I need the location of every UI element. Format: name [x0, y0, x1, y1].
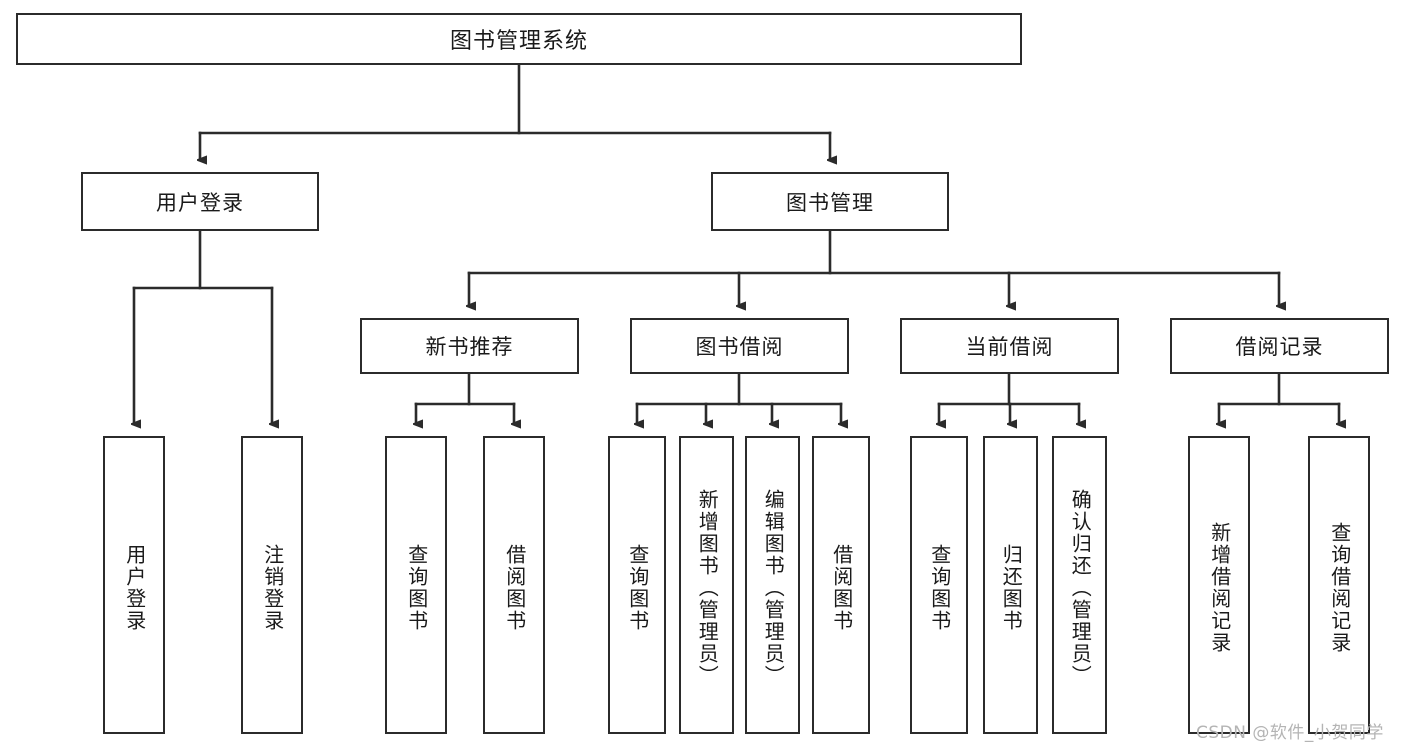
leaf-add-book-admin[interactable]: 新增图书（管理员）: [679, 436, 734, 734]
node-label: 查询图书: [927, 544, 952, 632]
node-label: 归还图书: [999, 544, 1024, 632]
node-current-borrow[interactable]: 当前借阅: [900, 318, 1119, 374]
leaf-edit-book-admin[interactable]: 编辑图书（管理员）: [745, 436, 800, 734]
node-label: 查询借阅记录: [1327, 522, 1352, 654]
node-new-book-recommend[interactable]: 新书推荐: [360, 318, 579, 374]
node-label: 编辑图书（管理员）: [761, 489, 786, 687]
leaf-query-book-borrow[interactable]: 查询图书: [608, 436, 666, 734]
node-book-borrow[interactable]: 图书借阅: [630, 318, 849, 374]
node-label: 查询图书: [625, 544, 650, 632]
node-label: 图书借阅: [695, 335, 784, 359]
node-label: 借阅图书: [829, 544, 854, 632]
leaf-add-borrow-record[interactable]: 新增借阅记录: [1188, 436, 1250, 734]
leaf-return-book[interactable]: 归还图书: [983, 436, 1038, 734]
leaf-borrow-book-recommend[interactable]: 借阅图书: [483, 436, 545, 734]
node-label: 新增图书（管理员）: [695, 489, 720, 687]
node-label: 借阅图书: [502, 544, 527, 632]
node-user-login[interactable]: 用户登录: [81, 172, 319, 231]
node-borrow-record[interactable]: 借阅记录: [1170, 318, 1389, 374]
leaf-query-book-recommend[interactable]: 查询图书: [385, 436, 447, 734]
node-label: 当前借阅: [965, 335, 1054, 359]
node-book-management[interactable]: 图书管理: [711, 172, 949, 231]
node-label: 图书管理: [786, 190, 874, 215]
node-label: 确认归还（管理员）: [1068, 489, 1093, 687]
node-label: 图书管理系统: [449, 29, 588, 54]
leaf-query-book-current[interactable]: 查询图书: [910, 436, 968, 734]
node-label: 新书推荐: [425, 335, 514, 359]
leaf-user-login[interactable]: 用户登录: [103, 436, 165, 734]
leaf-borrow-book[interactable]: 借阅图书: [812, 436, 870, 734]
node-label: 新增借阅记录: [1207, 522, 1232, 654]
node-label: 用户登录: [156, 190, 244, 215]
watermark-text: CSDN @软件_小贺同学: [1196, 723, 1384, 743]
leaf-logout[interactable]: 注销登录: [241, 436, 303, 734]
leaf-query-borrow-record[interactable]: 查询借阅记录: [1308, 436, 1370, 734]
node-root-system[interactable]: 图书管理系统: [16, 13, 1022, 65]
node-label: 注销登录: [260, 544, 285, 632]
node-label: 查询图书: [404, 544, 429, 632]
node-label: 借阅记录: [1235, 335, 1324, 359]
leaf-confirm-return-admin[interactable]: 确认归还（管理员）: [1052, 436, 1107, 734]
node-label: 用户登录: [122, 544, 147, 632]
